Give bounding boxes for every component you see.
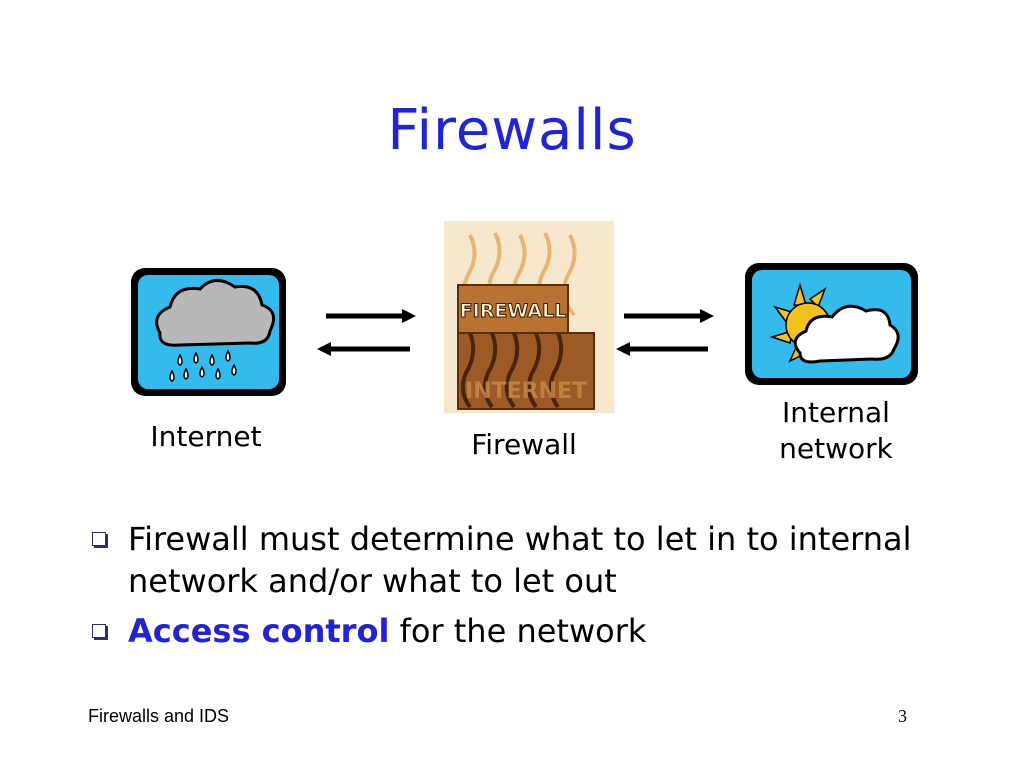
bullet-text: for the network bbox=[389, 612, 647, 650]
page-number: 3 bbox=[898, 706, 907, 726]
rain-cloud-icon bbox=[131, 268, 286, 396]
footer-title: Firewalls and IDS bbox=[88, 706, 230, 726]
bullet-item: Access control for the network bbox=[90, 610, 930, 652]
checkbox-bullet-icon bbox=[92, 624, 106, 638]
bullet-highlight: Access control bbox=[128, 612, 390, 650]
bullet-text: Firewall must determine what to let in t… bbox=[128, 520, 912, 600]
firewall-base-text: INTERNET bbox=[465, 379, 587, 404]
internal-network-label-line1: Internal bbox=[782, 396, 890, 429]
checkbox-bullet-icon bbox=[92, 532, 106, 546]
slide-title: Firewalls bbox=[387, 98, 637, 163]
firewall-icon: FIREWALL INTERNET bbox=[444, 221, 614, 413]
right-bidirectional-arrows bbox=[616, 309, 714, 356]
firewall-label: Firewall bbox=[471, 428, 577, 461]
bullet-list: Firewall must determine what to let in t… bbox=[90, 518, 930, 660]
sunny-cloud-icon bbox=[745, 263, 918, 385]
internet-label: Internet bbox=[150, 420, 262, 453]
internal-network-label-line2: network bbox=[779, 432, 893, 465]
firewall-sign-text: FIREWALL bbox=[460, 300, 567, 322]
left-bidirectional-arrows bbox=[317, 309, 416, 356]
bullet-item: Firewall must determine what to let in t… bbox=[90, 518, 930, 602]
diagram-graphics: FIREWALL INTERNET bbox=[131, 221, 918, 413]
network-diagram: FIREWALL INTERNET bbox=[0, 215, 1024, 475]
